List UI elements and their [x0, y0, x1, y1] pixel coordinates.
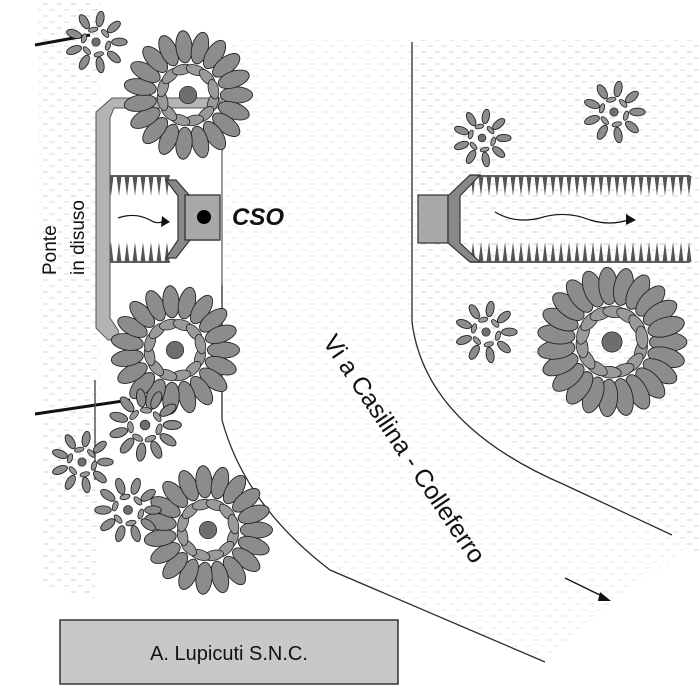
channel-right-bank-top: [470, 175, 692, 196]
tree-icon: [52, 430, 114, 494]
channel-left-bank-bottom: [108, 242, 170, 263]
tree-icon: [94, 477, 162, 543]
trees: [52, 10, 688, 595]
road-edge-right: [411, 42, 673, 536]
flow-arrow-icon-right: [494, 211, 629, 224]
tree-icon: [143, 465, 273, 595]
channel-left-bank-top: [108, 175, 170, 196]
flow-arrow-icon: [117, 214, 163, 224]
outfall-box: [417, 194, 449, 244]
tree-icon: [584, 80, 646, 144]
channel-right-bank-bottom: [470, 242, 692, 263]
outfall-headwall: [447, 174, 482, 263]
flow-arrow-head: [161, 216, 170, 227]
road-surface: [225, 40, 690, 660]
left-ground-area: [38, 0, 100, 600]
tree-icon: [454, 108, 512, 168]
cso-point-icon: [197, 210, 211, 224]
cso-label: CSO: [232, 204, 284, 231]
tree-icon: [66, 10, 128, 74]
tree-icon: [123, 30, 253, 160]
disused-bridge: [95, 97, 221, 341]
bridge-tie-line-bottom: [34, 398, 131, 416]
tree-icon: [110, 285, 240, 415]
tree-icon: [456, 300, 518, 364]
company-building: [59, 619, 399, 685]
tree-icon: [109, 388, 182, 462]
bridge-label-line2: in disuso: [68, 200, 89, 275]
direction-arrow-icon: [564, 577, 607, 599]
company-label: A. Lupicuti S.N.C.: [150, 643, 308, 665]
flow-arrow-head-right: [626, 214, 636, 225]
tree-icon: [537, 266, 688, 418]
direction-arrow-head: [598, 592, 611, 601]
road-edge-left: [221, 285, 546, 663]
bridge-label-line1: Ponte: [40, 225, 61, 275]
